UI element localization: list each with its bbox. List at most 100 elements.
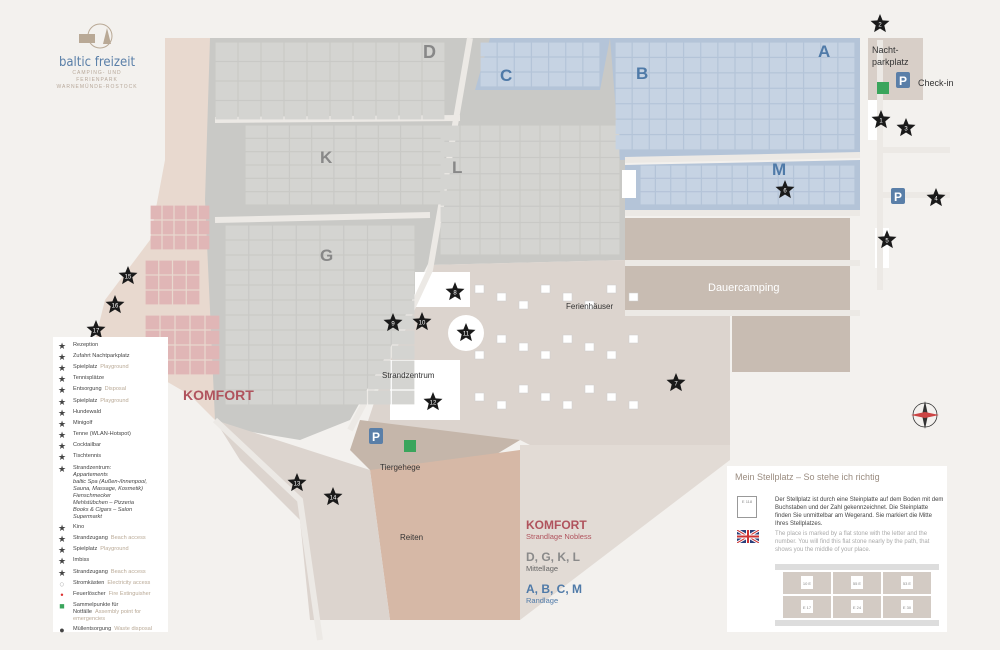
- campsite-plot[interactable]: [655, 178, 671, 192]
- campsite-plot[interactable]: [540, 223, 560, 239]
- campsite-plot[interactable]: [376, 62, 399, 81]
- holiday-house[interactable]: [562, 292, 573, 302]
- campsite-plot[interactable]: [640, 165, 655, 178]
- campsite-plot[interactable]: [667, 88, 683, 104]
- campsite-plot[interactable]: [391, 255, 415, 270]
- campsite-plot[interactable]: [667, 119, 683, 134]
- campsite-plot[interactable]: [671, 192, 686, 205]
- campsite-plot[interactable]: [717, 192, 732, 205]
- campsite-plot[interactable]: [566, 72, 583, 87]
- campsite-plot[interactable]: [330, 81, 353, 100]
- campsite-plot[interactable]: [273, 255, 296, 270]
- campsite-plot[interactable]: [378, 165, 400, 178]
- poi-star-17[interactable]: 17: [86, 320, 106, 339]
- campsite-plot[interactable]: [500, 158, 520, 174]
- campsite-plot[interactable]: [320, 330, 344, 345]
- campsite-plot[interactable]: [267, 178, 289, 192]
- campsite-plot[interactable]: [480, 174, 500, 190]
- campsite-plot[interactable]: [632, 119, 649, 134]
- campsite-plot[interactable]: [312, 165, 334, 178]
- campsite-plot[interactable]: [273, 225, 296, 240]
- campsite-plot[interactable]: [334, 165, 356, 178]
- campsite-plot[interactable]: [356, 178, 378, 192]
- campsite-plot[interactable]: [500, 141, 520, 157]
- campsite-plot[interactable]: [701, 42, 718, 57]
- campsite-plot[interactable]: [320, 300, 344, 315]
- campsite-plot[interactable]: [249, 345, 272, 360]
- poi-star-8[interactable]: 8: [445, 282, 465, 301]
- campsite-plot[interactable]: [190, 315, 205, 330]
- campsite-plot[interactable]: [480, 158, 500, 174]
- campsite-plot[interactable]: [296, 315, 320, 330]
- campsite-plot[interactable]: [356, 165, 378, 178]
- campsite-plot[interactable]: [290, 125, 312, 138]
- campsite-plot[interactable]: [763, 178, 778, 192]
- holiday-house[interactable]: [518, 300, 529, 310]
- campsite-plot[interactable]: [566, 42, 583, 57]
- campsite-plot[interactable]: [649, 73, 666, 88]
- campsite-plot[interactable]: [198, 235, 210, 250]
- holiday-house[interactable]: [474, 284, 485, 294]
- campsite-plot[interactable]: [580, 158, 600, 174]
- campsite-plot[interactable]: [735, 119, 752, 134]
- campsite-plot[interactable]: [368, 375, 391, 390]
- campsite-plot[interactable]: [186, 235, 198, 250]
- poi-star-9[interactable]: 9: [383, 313, 403, 332]
- campsite-plot[interactable]: [296, 255, 320, 270]
- campsite-plot[interactable]: [667, 42, 683, 57]
- campsite-plot[interactable]: [378, 178, 400, 192]
- campsite-plot[interactable]: [284, 81, 307, 100]
- campsite-plot[interactable]: [583, 57, 600, 72]
- campsite-plot[interactable]: [549, 57, 566, 72]
- campsite-plot[interactable]: [249, 300, 272, 315]
- campsite-plot[interactable]: [500, 223, 520, 239]
- campsite-plot[interactable]: [532, 42, 548, 57]
- campsite-plot[interactable]: [186, 275, 200, 290]
- campsite-plot[interactable]: [702, 165, 717, 178]
- campsite-plot[interactable]: [440, 223, 460, 239]
- campsite-plot[interactable]: [353, 101, 376, 120]
- campsite-plot[interactable]: [190, 345, 205, 360]
- campsite-plot[interactable]: [225, 300, 249, 315]
- campsite-plot[interactable]: [686, 192, 701, 205]
- campsite-plot[interactable]: [205, 315, 220, 330]
- campsite-plot[interactable]: [752, 119, 769, 134]
- campsite-plot[interactable]: [344, 270, 367, 285]
- campsite-plot[interactable]: [145, 315, 160, 330]
- campsite-plot[interactable]: [190, 330, 205, 345]
- campsite-plot[interactable]: [401, 192, 423, 205]
- campsite-plot[interactable]: [632, 135, 649, 150]
- campsite-plot[interactable]: [580, 223, 600, 239]
- holiday-house[interactable]: [628, 292, 639, 302]
- campsite-plot[interactable]: [225, 255, 249, 270]
- campsite-plot[interactable]: [718, 119, 735, 134]
- campsite-plot[interactable]: [560, 125, 580, 141]
- campsite-plot[interactable]: [769, 104, 786, 119]
- campsite-plot[interactable]: [702, 178, 717, 192]
- campsite-plot[interactable]: [307, 62, 330, 81]
- campsite-plot[interactable]: [440, 125, 460, 141]
- campsite-plot[interactable]: [249, 375, 272, 390]
- campsite-plot[interactable]: [600, 125, 620, 141]
- campsite-plot[interactable]: [787, 42, 803, 57]
- holiday-house[interactable]: [562, 400, 573, 410]
- campsite-plot[interactable]: [344, 255, 367, 270]
- campsite-plot[interactable]: [249, 270, 272, 285]
- campsite-plot[interactable]: [763, 192, 778, 205]
- campsite-plot[interactable]: [600, 158, 620, 174]
- campsite-plot[interactable]: [821, 88, 838, 104]
- campsite-plot[interactable]: [540, 190, 560, 206]
- campsite-plot[interactable]: [344, 300, 367, 315]
- campsite-plot[interactable]: [667, 135, 683, 150]
- campsite-plot[interactable]: [686, 178, 701, 192]
- campsite-plot[interactable]: [273, 300, 296, 315]
- campsite-plot[interactable]: [787, 135, 803, 150]
- poi-star-12[interactable]: 12: [423, 392, 443, 411]
- campsite-plot[interactable]: [763, 165, 778, 178]
- campsite-plot[interactable]: [549, 42, 566, 57]
- holiday-house[interactable]: [628, 400, 639, 410]
- campsite-plot[interactable]: [401, 138, 423, 152]
- campsite-plot[interactable]: [150, 220, 162, 235]
- campsite-plot[interactable]: [735, 42, 752, 57]
- campsite-plot[interactable]: [399, 42, 422, 61]
